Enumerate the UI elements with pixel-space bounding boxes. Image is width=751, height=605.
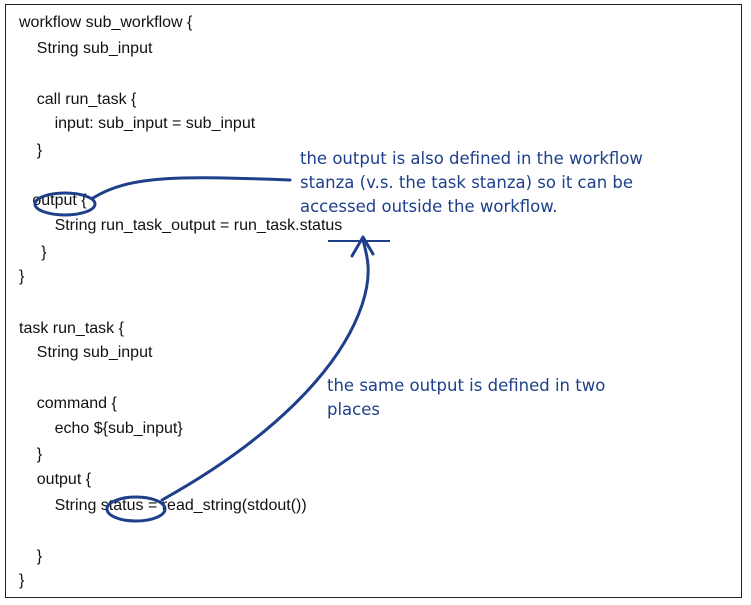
code-line: String sub_input (19, 344, 153, 361)
code-line: task run_task { (19, 320, 124, 337)
code-line: } (19, 268, 25, 285)
code-line: workflow sub_workflow { (19, 14, 193, 31)
code-line: output { (19, 192, 87, 209)
code-line: } (19, 572, 25, 589)
code-line: String sub_input (19, 40, 153, 57)
code-line: output { (19, 471, 92, 488)
code-line: } (19, 244, 47, 261)
note-output-workflow-stanza: the output is also defined in the workfl… (300, 149, 643, 216)
code-line: command { (19, 395, 117, 412)
code-line: call run_task { (19, 91, 137, 108)
code-line: } (19, 446, 43, 463)
code-line: String status = read_string(stdout()) (19, 497, 307, 514)
code-line: } (19, 142, 43, 159)
code-line: input: sub_input = sub_input (19, 115, 256, 132)
note-same-output-two-places: the same output is defined in two places (327, 376, 606, 419)
code-line: } (19, 548, 43, 565)
code-line: echo ${sub_input} (19, 420, 183, 437)
code-line: String run_task_output = run_task.status (19, 217, 343, 234)
